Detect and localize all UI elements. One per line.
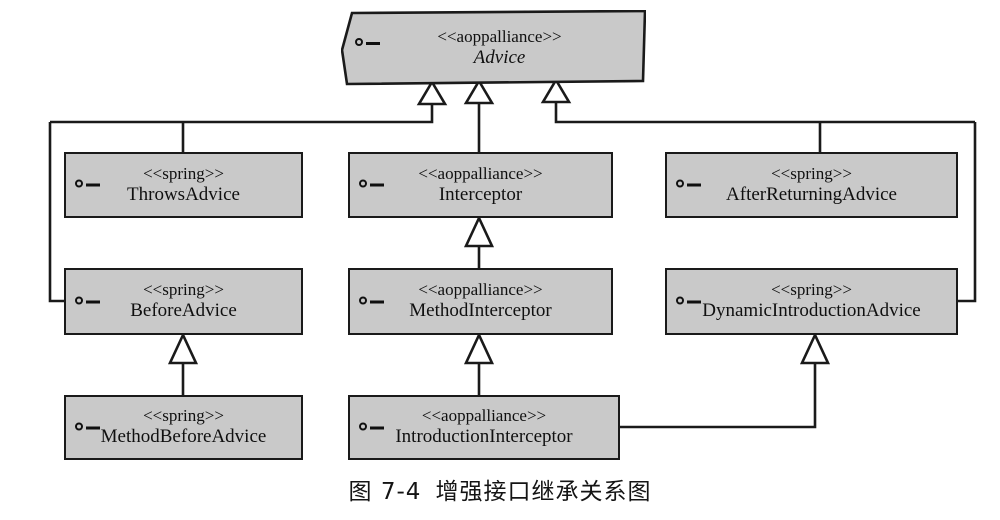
- uml-interface-name: IntroductionInterceptor: [395, 426, 573, 448]
- uml-stereotype: <<aoppalliance>>: [421, 406, 547, 426]
- uml-interface-name: AfterReturningAdvice: [726, 183, 897, 205]
- interface-lollipop-icon: [359, 179, 385, 191]
- generalization-arrow-methodinterceptor: [463, 331, 495, 365]
- uml-stereotype: <<spring>>: [143, 163, 224, 183]
- interface-lollipop-icon: [75, 179, 101, 191]
- uml-stereotype: <<aoppalliance>>: [418, 163, 543, 183]
- generalization-arrow-advice-left: [416, 79, 448, 106]
- interface-lollipop-icon: [359, 422, 385, 433]
- interface-lollipop-icon: [75, 296, 101, 307]
- edge-advice-right-rail: [554, 103, 975, 124]
- uml-interface-name: Advice: [473, 46, 526, 68]
- uml-interface-name: Interceptor: [438, 183, 523, 205]
- edge-beforeadvice-to-advice: [48, 122, 64, 303]
- edge-advice-left-rail: [50, 103, 434, 124]
- interface-lollipop-icon: [75, 422, 101, 433]
- interface-lollipop-icon: [676, 296, 702, 307]
- figure-caption: 图 7-4 增强接口继承关系图: [0, 472, 1000, 506]
- uml-stereotype: <<aoppalliance>>: [418, 280, 543, 300]
- generalization-arrow-beforeadvice: [167, 331, 199, 365]
- uml-interface-name: MethodInterceptor: [409, 300, 552, 322]
- uml-node-before-advice[interactable]: <<spring>> BeforeAdvice: [64, 268, 303, 335]
- interface-lollipop-icon: [359, 296, 385, 307]
- uml-node-introduction-interceptor[interactable]: <<aoppalliance>> IntroductionInterceptor: [348, 395, 620, 460]
- interface-lollipop-icon: [676, 179, 702, 191]
- generalization-arrow-advice-right: [540, 77, 572, 104]
- generalization-arrow-interceptor: [463, 214, 495, 248]
- uml-node-method-before-advice[interactable]: <<spring>> MethodBeforeAdvice: [64, 395, 303, 460]
- uml-interface-name: DynamicIntroductionAdvice: [702, 300, 921, 322]
- uml-interface-name: ThrowsAdvice: [127, 183, 240, 205]
- edge-dynamicintroductionadvice-to-advice: [958, 122, 977, 303]
- generalization-arrow-advice-middle: [463, 78, 495, 105]
- uml-stereotype: <<spring>>: [771, 280, 852, 300]
- advice-box-shape: [341, 10, 646, 86]
- uml-stereotype: <<spring>>: [143, 406, 224, 426]
- interface-lollipop-icon: [355, 38, 381, 49]
- generalization-arrow-dynamicintroductionadvice: [799, 331, 831, 365]
- uml-interface-name: MethodBeforeAdvice: [100, 426, 267, 448]
- uml-node-throws-advice[interactable]: <<spring>> ThrowsAdvice: [64, 152, 303, 218]
- uml-node-interceptor[interactable]: <<aoppalliance>> Interceptor: [348, 152, 613, 218]
- uml-interface-name: BeforeAdvice: [130, 300, 237, 322]
- uml-node-method-interceptor[interactable]: <<aoppalliance>> MethodInterceptor: [348, 268, 613, 335]
- uml-node-after-returning-advice[interactable]: <<spring>> AfterReturningAdvice: [665, 152, 958, 218]
- edge-introductioninterceptor-to-dynamicintroductionadvice: [620, 363, 817, 429]
- figure-caption-number: 图 7-4: [348, 479, 422, 505]
- uml-node-dynamic-introduction-advice[interactable]: <<spring>> DynamicIntroductionAdvice: [665, 268, 958, 335]
- figure-caption-text: 增强接口继承关系图: [435, 479, 652, 505]
- uml-stereotype: <<spring>>: [143, 280, 224, 300]
- uml-node-advice[interactable]: <<aoppalliance>> Advice: [341, 10, 646, 86]
- uml-stereotype: <<spring>>: [771, 163, 852, 183]
- uml-stereotype: <<aoppalliance>>: [437, 26, 562, 46]
